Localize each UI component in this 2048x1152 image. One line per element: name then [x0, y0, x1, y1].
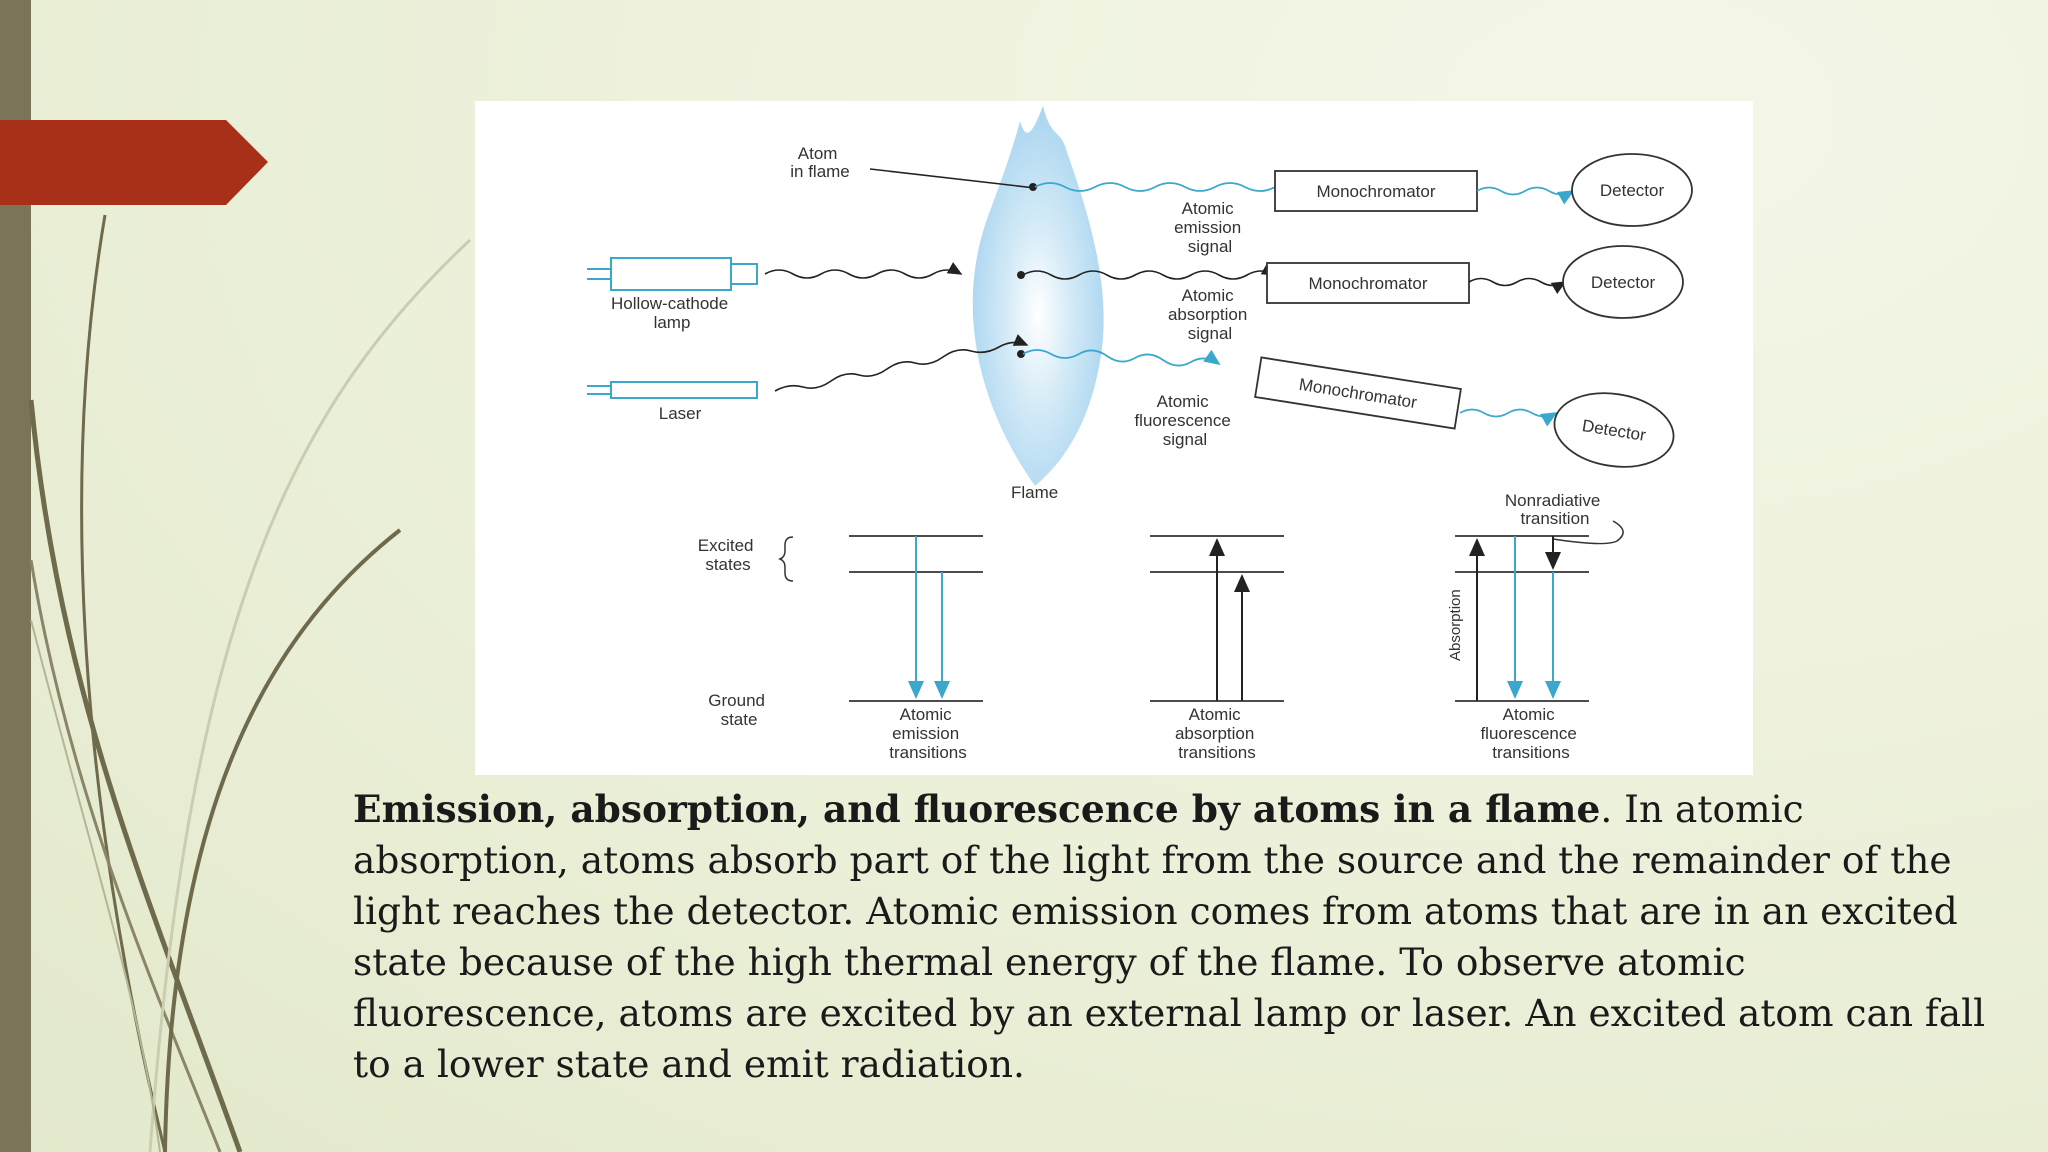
detector-1 — [1571, 153, 1693, 227]
svg-text:Detector: Detector — [1591, 273, 1656, 292]
hollow-cathode-lamp-icon — [587, 257, 758, 291]
excited-states-label: Excited states — [698, 536, 758, 574]
nonradiative-transition-label: Nonradiative transition — [1505, 491, 1605, 528]
caption-body: . In atomic absorption, atoms absorb par… — [353, 787, 1986, 1086]
monochromator-box-1 — [1274, 170, 1478, 212]
emission-transitions-diagram — [849, 535, 983, 702]
fluorescence-signal-label: Atomic fluorescence signal — [1134, 392, 1235, 449]
absorption-transitions-diagram — [1150, 535, 1284, 702]
svg-text:Detector: Detector — [1600, 181, 1665, 200]
caption-title: Emission, absorption, and fluorescence b… — [353, 787, 1601, 831]
svg-text:Monochromator: Monochromator — [1316, 182, 1435, 201]
atom-in-flame-label: Atom in flame — [790, 144, 850, 181]
ground-state-label: Ground state — [708, 691, 769, 729]
decorative-swooshes — [28, 214, 472, 1152]
fluorescence-transitions-label: Atomic fluorescence transitions — [1480, 705, 1581, 762]
laser-label: Laser — [659, 404, 702, 423]
spectroscopy-figure: Flame Atom in flame Monochromator Detect… — [475, 101, 1753, 775]
hollow-cathode-lamp-label: Hollow-cathode lamp — [611, 294, 733, 332]
absorption-axis-label: Absorption — [1447, 589, 1464, 661]
flame-shape — [972, 106, 1104, 486]
flame-label: Flame — [1011, 483, 1058, 502]
emission-signal-label: Atomic emission signal — [1174, 199, 1246, 256]
detector-2 — [1562, 245, 1684, 319]
fluorescence-transitions-diagram — [1455, 520, 1624, 702]
figure-caption: Emission, absorption, and fluorescence b… — [353, 784, 1993, 1090]
absorption-signal-label: Atomic absorption signal — [1168, 286, 1252, 343]
emission-transitions-label: Atomic emission transitions — [889, 705, 966, 762]
absorption-transitions-label: Atomic absorption transitions — [1175, 705, 1259, 762]
svg-text:Monochromator: Monochromator — [1308, 274, 1427, 293]
monochromator-box-3: Monochromator — [1254, 356, 1462, 430]
slide-accent-tag — [0, 120, 268, 205]
detector-3: Detector — [1553, 392, 1675, 468]
laser-icon — [587, 381, 758, 399]
monochromator-box-2 — [1266, 262, 1470, 304]
